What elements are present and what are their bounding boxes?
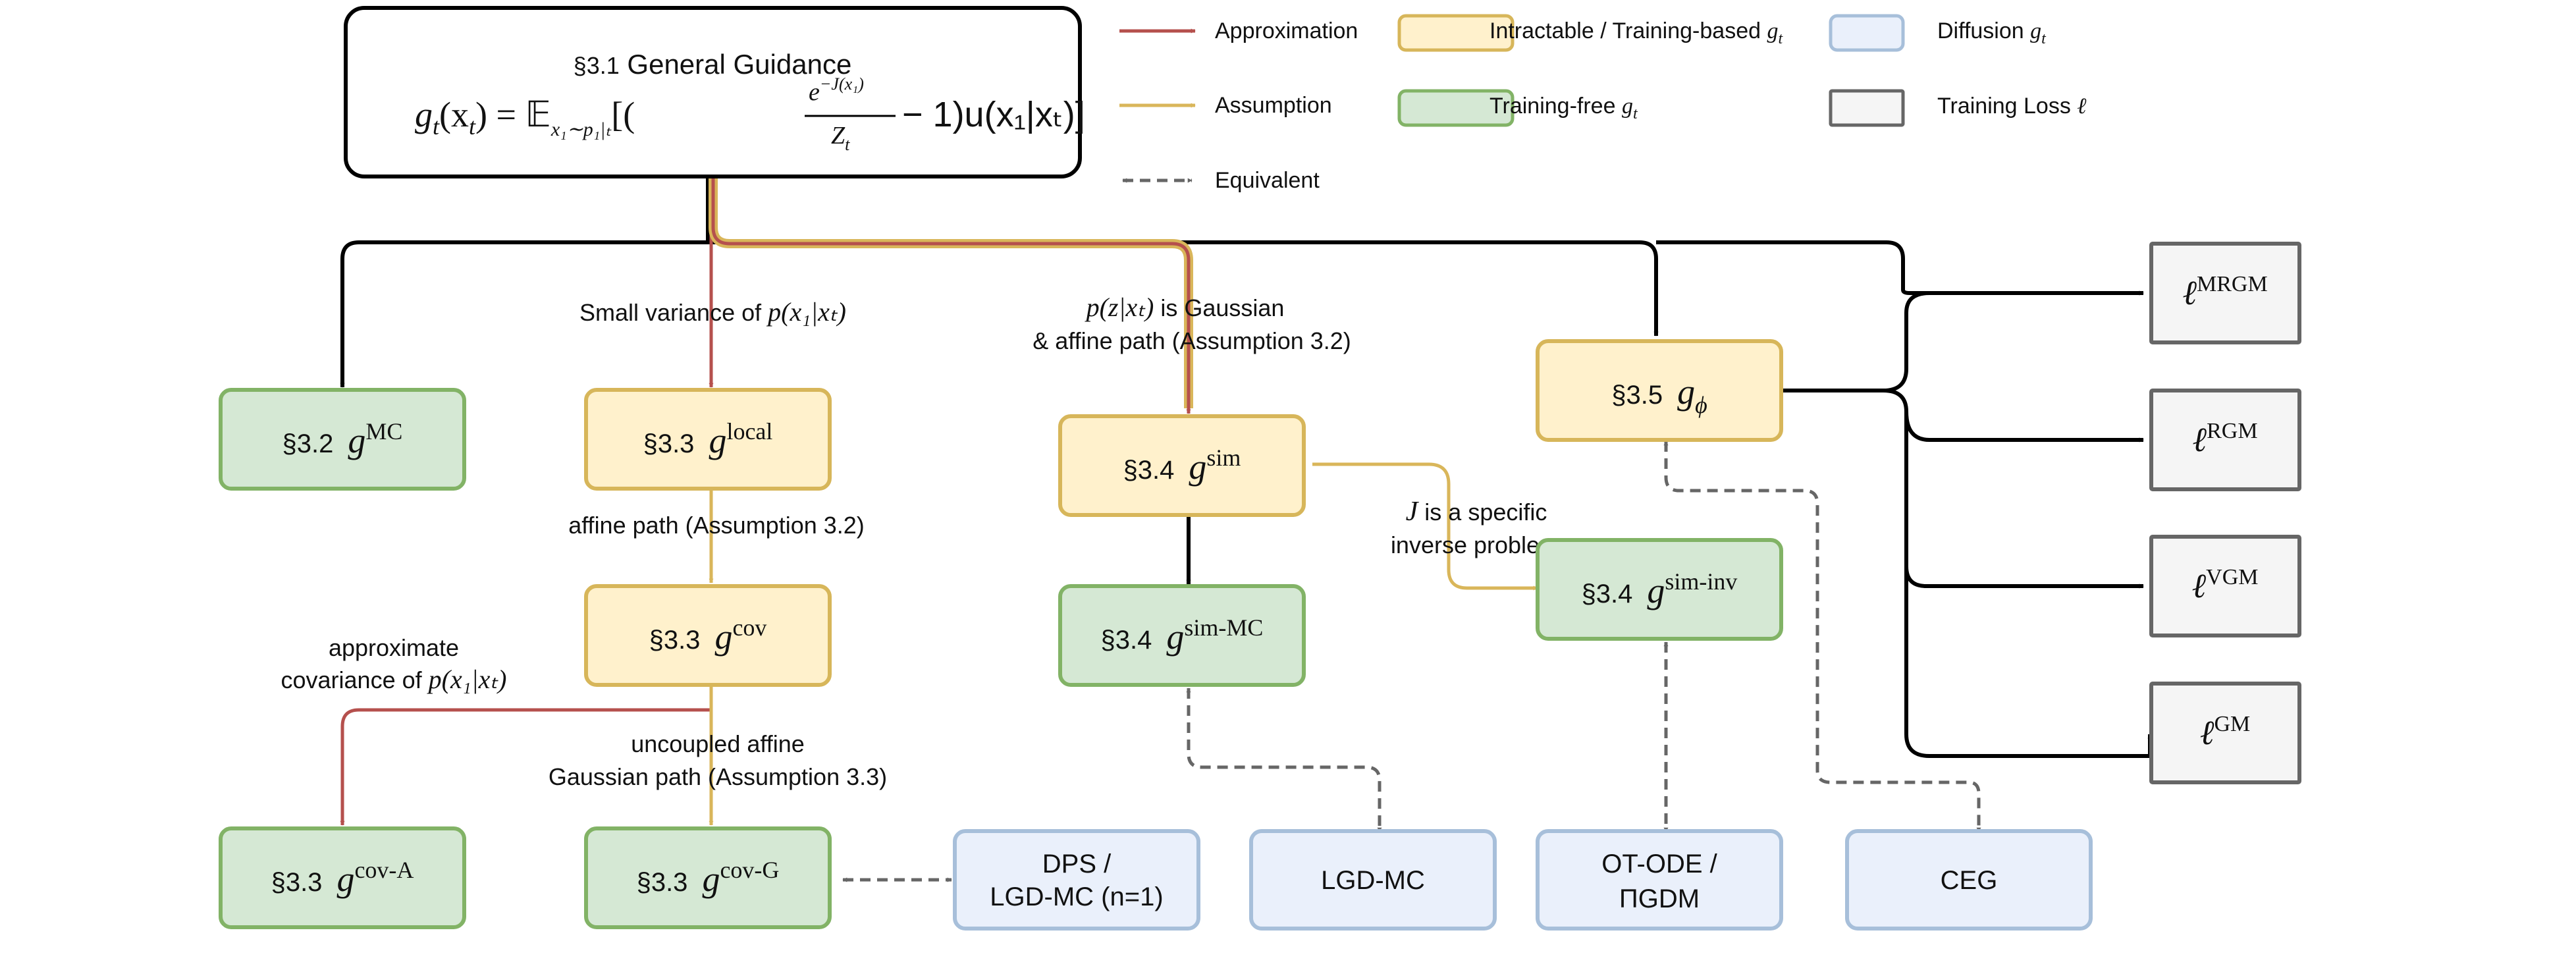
node-lgm: ℓGM	[2149, 682, 2301, 784]
svg-text:DPS /: DPS /	[1042, 850, 1112, 878]
legend-diffusion-label: Diffusion gt	[1937, 18, 2047, 47]
legend: Approximation Assumption Equivalent Intr…	[1119, 14, 2086, 193]
svg-text:ℓMRGM: ℓMRGM	[2182, 272, 2267, 312]
svg-text:§3.5gϕ: §3.5gϕ	[1611, 372, 1707, 418]
label-approx-cov-line1: approximate	[329, 634, 459, 661]
node-ceg: CEG	[1845, 829, 2093, 931]
root-formula-rest: − 1)u(x₁|xₜ)]	[902, 95, 1085, 134]
node-lrgm: ℓRGM	[2149, 389, 2301, 491]
edge-gphi-to-lmrgm	[1781, 291, 1930, 392]
label-gaussian-line2: & affine path (Assumption 3.2)	[1033, 327, 1351, 354]
legend-trainingfree-label: Training-free gt	[1489, 94, 1638, 122]
svg-text:ΠGDM: ΠGDM	[1619, 884, 1700, 913]
edges	[340, 176, 2153, 882]
root-frac-den: Zt	[831, 122, 850, 154]
edge-labels: Small variance of p(x₁|xₜ) p(z|xₜ) is Ga…	[281, 292, 1560, 790]
svg-text:ℓVGM: ℓVGM	[2191, 565, 2258, 605]
label-gaussian-line1: p(z|xₜ) is Gaussian	[1085, 292, 1285, 322]
legend-diffusion-swatch	[1829, 14, 1905, 52]
svg-text:ℓRGM: ℓRGM	[2192, 419, 2257, 459]
node-lmrgm: ℓMRGM	[2149, 242, 2301, 344]
legend-equivalent-label: Equivalent	[1215, 168, 1320, 193]
edge-gcov-to-gcova	[340, 685, 713, 826]
legend-assumption-label: Assumption	[1215, 93, 1332, 118]
label-uncoupled-line2: Gaussian path (Assumption 3.3)	[549, 763, 887, 790]
legend-trainingfree-swatch	[1397, 89, 1515, 127]
edge-root-to-gphi	[708, 240, 1659, 337]
edge-root-to-gmc	[340, 176, 710, 388]
edge-gsimmc-eq-lgdmc	[1186, 688, 1382, 832]
label-approx-cov-line2: covariance of p(x₁|xₜ)	[281, 664, 507, 694]
label-small-variance: Small variance of p(x₁|xₜ)	[579, 297, 846, 327]
edge-gphi-eq-ceg	[1663, 441, 1981, 832]
edge-gsim-to-gsiminv	[1312, 462, 1538, 591]
legend-approximation-label: Approximation	[1215, 18, 1358, 43]
svg-text:ℓGM: ℓGM	[2200, 712, 2250, 752]
edge-root-to-gsim	[711, 176, 1191, 414]
node-dps: DPS / LGD-MC (n=1)	[953, 829, 1200, 931]
legend-loss-label: Training Loss ℓ	[1937, 94, 2086, 119]
root-title: §3.1 General Guidance	[574, 49, 852, 80]
root-node-general-guidance: §3.1 General Guidance gt(xt) = 𝔼x₁∼p₁|ₜ[…	[344, 6, 1085, 178]
svg-text:OT-ODE /: OT-ODE /	[1601, 850, 1717, 878]
legend-intractable-swatch	[1397, 14, 1515, 52]
svg-text:CEG: CEG	[1941, 866, 1998, 895]
edge-gphi-to-lrgm	[1883, 389, 2144, 443]
legend-intractable-label: Intractable / Training-based gt	[1489, 18, 1783, 47]
label-affine-path: affine path (Assumption 3.2)	[568, 512, 865, 539]
edge-gphi-to-lvgm	[1904, 412, 2144, 589]
label-specific-line2: inverse problem	[1391, 531, 1559, 558]
svg-text:LGD-MC (n=1): LGD-MC (n=1)	[990, 882, 1163, 911]
node-lvgm: ℓVGM	[2149, 535, 2301, 637]
svg-text:LGD-MC: LGD-MC	[1321, 866, 1425, 895]
node-otode: OT-ODE / ΠGDM	[1536, 829, 1783, 931]
label-uncoupled-line1: uncoupled affine	[631, 730, 805, 757]
edge-root-bus-to-losses	[1656, 240, 2144, 296]
root-formula: gt(xt) = 𝔼x₁∼p₁|ₜ[(	[415, 95, 635, 140]
legend-loss-swatch	[1829, 89, 1905, 127]
root-frac-num: e−J(x₁)	[809, 74, 864, 106]
edge-gphi-to-lgm	[1904, 566, 2153, 758]
label-specific-line1: J is a specific	[1406, 497, 1547, 527]
node-lgdmc: LGD-MC	[1249, 829, 1497, 931]
